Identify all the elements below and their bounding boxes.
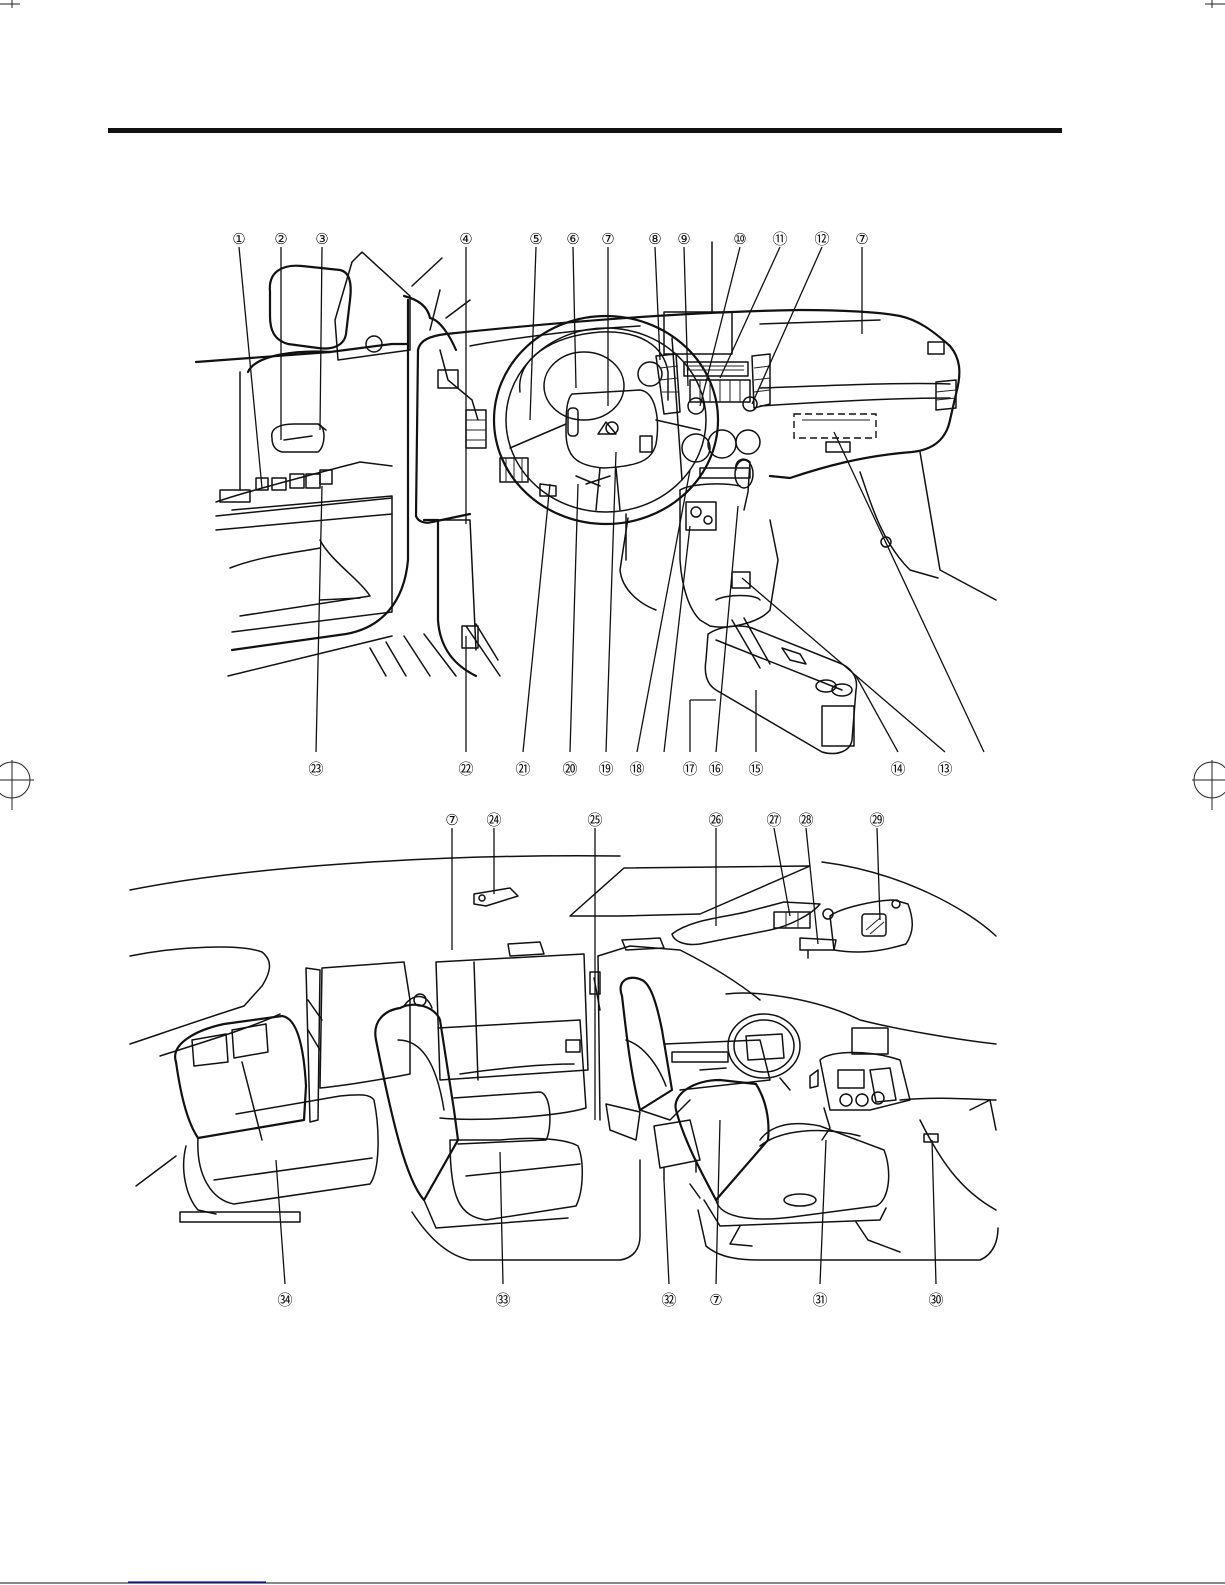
callout-label: ⑱ <box>629 760 644 778</box>
callout-label: ⑬ <box>937 760 952 778</box>
dashboard-drawing <box>196 242 996 754</box>
callout-label: ⑰ <box>682 760 697 778</box>
callout-label: ㉝ <box>495 1291 510 1309</box>
callout-label: ㉔ <box>486 811 501 829</box>
callout-label: ㉗ <box>766 811 781 829</box>
callout-label: ㉕ <box>587 811 602 829</box>
callout-label: ④ <box>459 230 472 248</box>
callout-label: ㉘ <box>798 811 813 829</box>
callout-label: ㉞ <box>277 1291 292 1309</box>
callout-label: ㉖ <box>708 811 723 829</box>
callout-label: ㉜ <box>661 1291 676 1309</box>
callout-label: ⑪ <box>772 230 787 248</box>
callout-label: ㉓ <box>308 760 323 778</box>
callout-label: ⑦ <box>855 230 868 248</box>
callout-label: ③ <box>315 230 328 248</box>
cabin-drawing <box>130 856 998 1260</box>
callout-label: ⑦ <box>601 230 614 248</box>
callout-label: ⑨ <box>677 230 690 248</box>
callout-label: ㉙ <box>869 811 884 829</box>
cabin-leaders <box>276 828 936 1284</box>
dashboard-callouts-top: ① ② ③ ④ ⑤ ⑥ ⑦ ⑧ ⑨ ⑩ ⑪ ⑫ ⑦ <box>232 230 868 248</box>
callout-label: ⑥ <box>566 230 579 248</box>
cabin-callouts-bottom: ㉞ ㉝ ㉜ ⑦ ㉛ ㉚ <box>277 1291 943 1309</box>
dashboard-callouts-bottom: ㉓ ㉒ ㉑ ⑳ ⑲ ⑱ ⑰ ⑯ ⑮ ⑭ ⑬ <box>308 760 952 778</box>
callout-label: ⑤ <box>529 230 542 248</box>
callout-label: ⑫ <box>814 230 829 248</box>
callout-label: ② <box>274 230 287 248</box>
callout-label: ⑮ <box>748 760 763 778</box>
callout-label: ⑧ <box>648 230 661 248</box>
header-rule <box>108 128 1062 133</box>
callout-label: ㉒ <box>458 760 473 778</box>
crop-marks <box>0 0 1225 810</box>
callout-label: ⑯ <box>708 760 723 778</box>
callout-label: ⑲ <box>598 760 613 778</box>
callout-label: ⑭ <box>890 760 905 778</box>
cabin-callouts-top: ⑦ ㉔ ㉕ ㉖ ㉗ ㉘ ㉙ <box>445 811 884 829</box>
callout-label: ⑦ <box>709 1291 722 1309</box>
callout-label: ㉑ <box>515 760 530 778</box>
callout-label: ① <box>232 230 245 248</box>
callout-label: ⑦ <box>445 811 458 829</box>
callout-label: ㉚ <box>928 1291 943 1309</box>
callout-label: ⑳ <box>562 760 577 778</box>
callout-label: ㉛ <box>812 1291 827 1309</box>
callout-label: ⑩ <box>733 230 746 248</box>
